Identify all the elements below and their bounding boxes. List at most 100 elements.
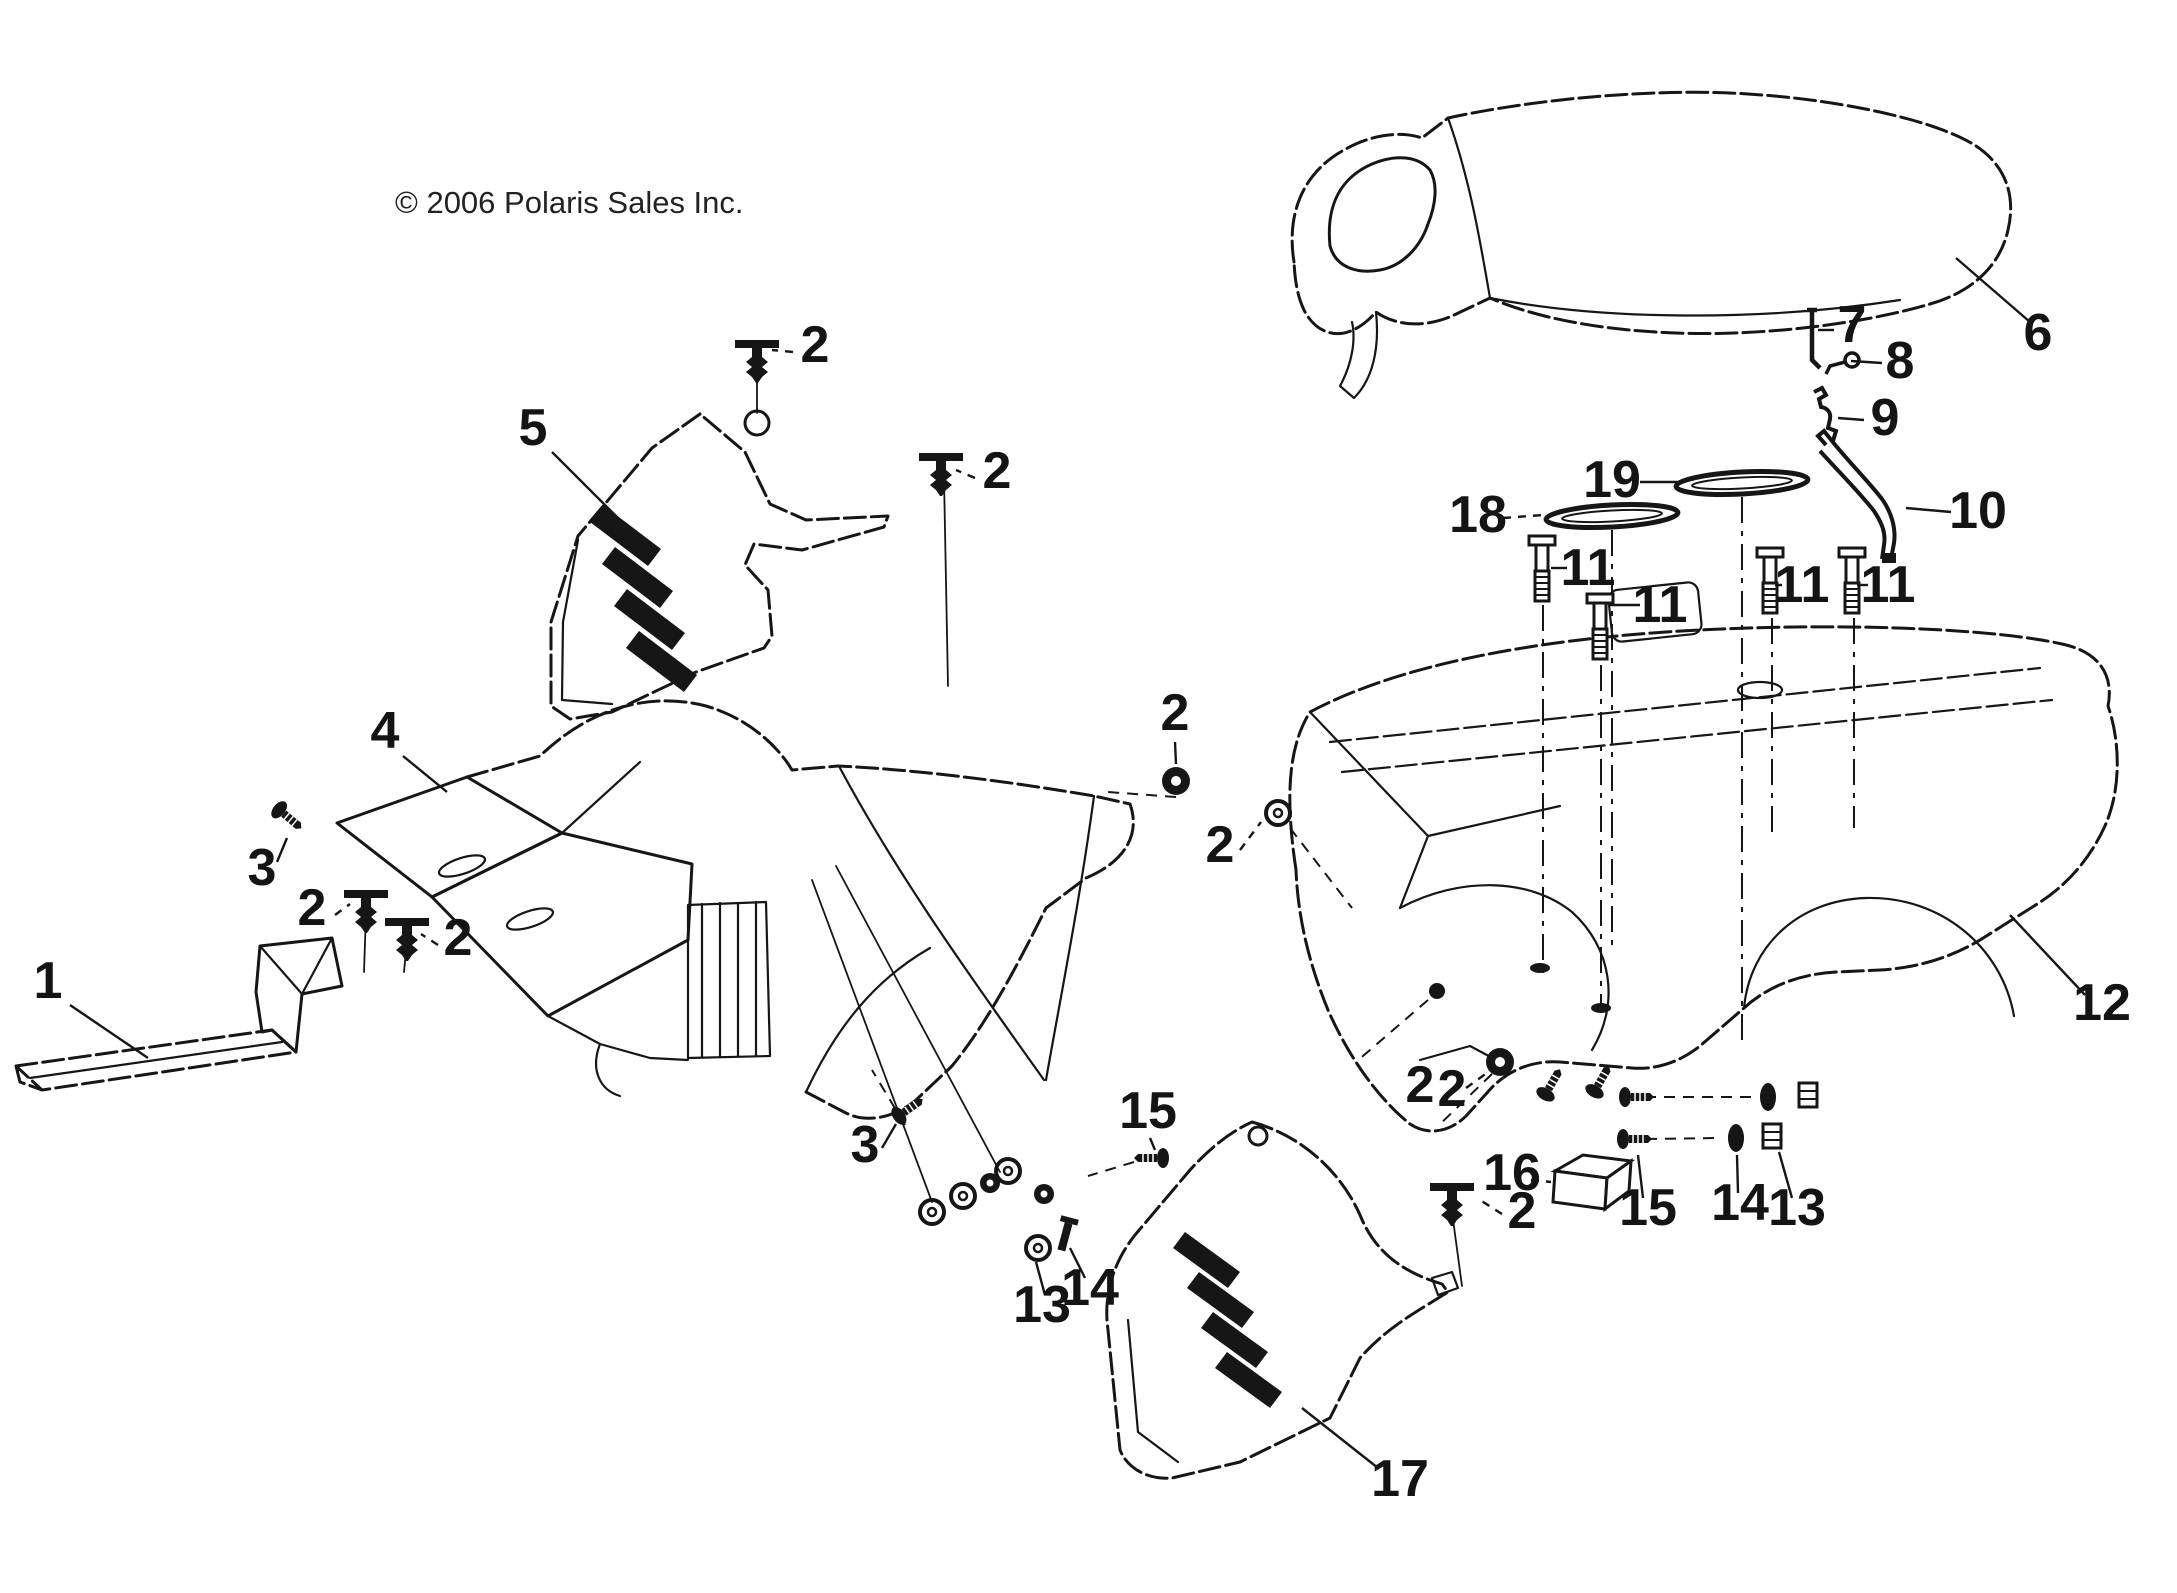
footrest-strip-inner-line xyxy=(28,1040,284,1080)
leader-line-5 xyxy=(551,451,629,529)
stud-glyph xyxy=(1052,1215,1079,1253)
part-seat xyxy=(1290,90,2013,400)
leader-line-2 xyxy=(1479,1198,1503,1216)
front-side-panel-border xyxy=(560,538,614,706)
front-cab-cowl-outline xyxy=(465,699,1135,1120)
callout-label-2: 2 xyxy=(1406,1056,1435,1114)
leader-line-10 xyxy=(1905,506,1952,514)
leader-line-2 xyxy=(1465,1069,1492,1089)
callout-label-11: 11 xyxy=(1633,576,1688,634)
leader-line-8 xyxy=(1850,359,1883,365)
callout-label-15: 15 xyxy=(1119,1082,1177,1140)
rear-side-panel-border xyxy=(1126,1318,1180,1464)
washer-glyph xyxy=(1264,799,1292,827)
leader-line-15 xyxy=(1636,1154,1645,1199)
callout-label-8: 8 xyxy=(1886,332,1915,390)
bolt-alignment-lines xyxy=(1542,497,1855,1048)
leader-line-2 xyxy=(955,468,976,480)
seat-seam-lines xyxy=(1446,116,1902,317)
rear-left-wheel-arch xyxy=(1398,884,1610,1052)
rivet-glyph xyxy=(735,340,779,383)
rear-side-panel-outline xyxy=(1105,1120,1450,1480)
fastener-alignment-fan-lines xyxy=(811,865,1001,1203)
part-footrest-panel xyxy=(14,936,344,1092)
callout-label-12: 12 xyxy=(2073,974,2131,1032)
leader-line-2 xyxy=(771,348,794,354)
hardware-layer xyxy=(267,310,1898,1262)
leader-line-2 xyxy=(334,903,351,916)
rack-slot-2 xyxy=(505,907,555,931)
nut-open-glyph xyxy=(1797,1081,1819,1109)
leader-line-13 xyxy=(1777,1151,1794,1199)
nut-dark-glyph xyxy=(1486,1048,1514,1076)
pin-glyph xyxy=(1807,310,1820,368)
callout-label-2: 2 xyxy=(1508,1182,1537,1240)
front-cab-creases xyxy=(560,760,1096,1094)
leader-line-17 xyxy=(1301,1407,1379,1469)
callout-label-1: 1 xyxy=(34,952,63,1010)
hardware-dash-lines xyxy=(871,791,1752,1177)
screw-glyph xyxy=(1618,1086,1655,1108)
callout-label-2: 2 xyxy=(983,442,1012,500)
callout-label-3: 3 xyxy=(851,1116,880,1174)
callout-label-11: 11 xyxy=(1561,539,1616,597)
leader-line-18 xyxy=(1502,513,1544,520)
callout-label-10: 10 xyxy=(1949,482,2007,540)
rivet-glyph xyxy=(385,918,429,961)
callout-label-17: 17 xyxy=(1371,1450,1429,1508)
rear-side-panel-bracket xyxy=(1430,1270,1460,1297)
callout-label-3: 3 xyxy=(248,839,277,897)
seat-front-loop-hole xyxy=(1327,156,1437,273)
rear-rack-rails xyxy=(1328,666,2054,774)
rear-fender-outline xyxy=(1288,625,2119,1133)
callout-label-14: 14 xyxy=(1711,1174,1769,1232)
callout-label-11: 11 xyxy=(1861,556,1916,614)
front-rack-lower-plate xyxy=(430,831,694,1018)
nut-dark-s-glyph xyxy=(1034,1184,1054,1204)
callout-label-14: 14 xyxy=(1061,1259,1119,1317)
oval-glyph xyxy=(1676,469,1809,498)
front-cab-chin-grille xyxy=(686,900,772,1060)
rear-right-wheel-arch xyxy=(1742,896,2016,1018)
callout-label-6: 6 xyxy=(2024,304,2053,362)
leader-line-3 xyxy=(880,1123,898,1149)
callout-label-2: 2 xyxy=(1438,1060,1467,1118)
part-rear-side-panel xyxy=(1105,1120,1460,1480)
callout-label-16: 16 xyxy=(1483,1144,1541,1202)
callout-label-9: 9 xyxy=(1871,389,1900,447)
callout-label-2: 2 xyxy=(298,879,327,937)
leader-line-16 xyxy=(1530,1178,1552,1184)
callout-label-2: 2 xyxy=(1161,684,1190,742)
callout-label-19: 19 xyxy=(1583,451,1641,509)
leader-line-4 xyxy=(402,755,448,793)
leader-line-14 xyxy=(1735,1154,1740,1194)
seat-latch-block xyxy=(1607,581,1703,643)
rear-side-panel-hole xyxy=(1247,1125,1269,1147)
callout-label-2: 2 xyxy=(1206,816,1235,874)
callout-label-2: 2 xyxy=(801,316,830,374)
leader-line-14 xyxy=(1068,1247,1087,1279)
copyright-text: © 2006 Polaris Sales Inc. xyxy=(395,185,744,220)
washer-dark-glyph xyxy=(1760,1083,1776,1111)
leader-line-15 xyxy=(1148,1137,1157,1151)
part-front-side-panel xyxy=(549,409,890,721)
leader-line-3 xyxy=(275,837,289,863)
bolt-landing-hole-1 xyxy=(1530,963,1550,973)
leader-line-2 xyxy=(1173,741,1178,765)
footrest-bracket-detail xyxy=(258,936,334,996)
screw-glyph xyxy=(1616,1128,1653,1150)
leader-line-12 xyxy=(2009,914,2086,996)
front-cab-lower-edge xyxy=(546,1014,690,1098)
screw-glyph xyxy=(1133,1147,1170,1169)
callout-label-13: 13 xyxy=(1768,1179,1826,1237)
washer-glyph xyxy=(1024,1234,1052,1262)
front-side-panel-mount-hole xyxy=(743,409,771,437)
nut-open-glyph xyxy=(1761,1122,1783,1150)
front-side-panel-vent-slats xyxy=(590,505,697,692)
washer-dark-glyph xyxy=(1728,1124,1744,1152)
part-front-cab-assembly xyxy=(335,699,1135,1203)
screw-glyph xyxy=(887,1090,930,1129)
